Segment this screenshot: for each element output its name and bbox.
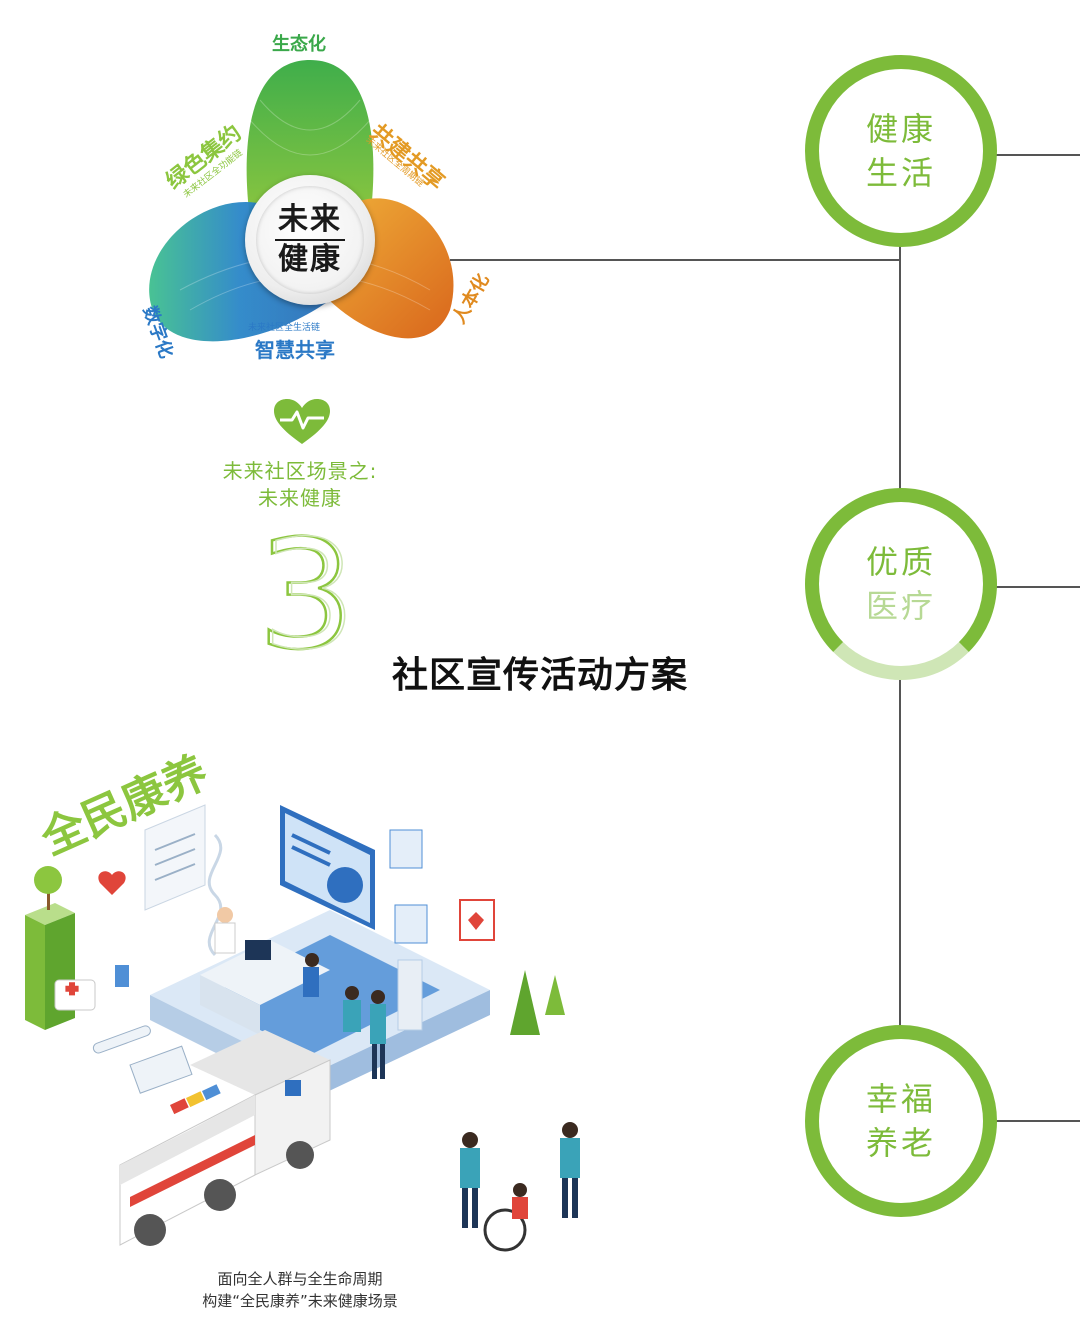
timeline-node-happy-elderly: 幸福 养老 xyxy=(805,1025,997,1217)
tree-icon xyxy=(545,975,565,1015)
connector-horizontal xyxy=(450,259,900,261)
scene-number-shadow: 3 xyxy=(261,515,356,665)
stethoscope-icon xyxy=(389,829,423,869)
timeline-node-quality-medical: 优质 医疗 xyxy=(805,488,997,680)
emblem-center-divider xyxy=(275,239,345,241)
timeline-node-healthy-life: 健康 生活 xyxy=(805,55,997,247)
future-health-emblem: 未来 健康 生态化 绿色集约 未来社区全功能链 共建共享 未来社区全周期链 未来… xyxy=(100,20,520,380)
timeline-node-label: 幸福 xyxy=(865,1080,936,1118)
scene-number-text: 3 xyxy=(257,515,352,665)
scene-title-line2: 未来健康 xyxy=(258,486,342,510)
timeline-node-label: 优质 xyxy=(865,543,936,581)
timeline-node-label: 医疗 xyxy=(865,587,936,625)
timeline-node-label: 健康 xyxy=(865,110,936,148)
connector-right-2 xyxy=(995,586,1080,588)
medical-cabinet xyxy=(397,959,423,1031)
emblem-center-inner: 未来 健康 xyxy=(256,186,364,294)
patient-figures xyxy=(303,953,386,1079)
timeline-node-label: 养老 xyxy=(865,1124,936,1162)
doctor-desk xyxy=(200,940,330,1005)
scene-title: 未来社区场景之: 未来健康 xyxy=(190,458,410,512)
emblem-center-badge: 未来 健康 xyxy=(245,175,375,305)
tree-icon xyxy=(510,970,540,1035)
petal-sublabel-bottom: 未来社区全生活链 xyxy=(248,323,321,333)
petal-label-bottom: 智慧共享 xyxy=(255,338,335,362)
heart-badge-icon xyxy=(98,871,126,895)
monitor-screen-icon xyxy=(280,805,375,930)
caregiver-wheelchair-figures xyxy=(460,1122,580,1252)
doctor-figure xyxy=(217,907,233,923)
timeline-node-label: 生活 xyxy=(865,154,936,192)
dna-icon xyxy=(207,833,223,957)
emblem-center-line2: 健康 xyxy=(278,242,342,277)
medicine-bottle-icon xyxy=(115,965,129,987)
illustration-caption: 面向全人群与全生命周期 构建“全民康养”未来健康场景 xyxy=(120,1268,480,1312)
thermometer-icon xyxy=(92,1025,151,1054)
scene-title-line1: 未来社区场景之: xyxy=(222,459,378,483)
petal-label-top: 生态化 xyxy=(272,34,326,55)
caption-line1: 面向全人群与全生命周期 xyxy=(217,1270,383,1288)
scene-number: 3 3 xyxy=(240,508,370,685)
magnifier-icon xyxy=(394,904,428,944)
ambulance-icon xyxy=(119,1030,331,1246)
connector-vertical-bottom xyxy=(899,680,901,1030)
page-title: 社区宣传活动方案 xyxy=(391,655,688,696)
healthcare-illustration: 全民康养 xyxy=(0,735,620,1265)
pillar-tree-icon xyxy=(25,866,75,1030)
laptop-icon xyxy=(245,940,271,960)
emblem-center-line1: 未来 xyxy=(278,202,342,237)
connector-vertical-top xyxy=(899,245,901,545)
clipboard-icon xyxy=(129,1045,193,1094)
caption-line2: 构建“全民康养”未来健康场景 xyxy=(202,1292,398,1310)
connector-right-1 xyxy=(995,154,1080,156)
connector-right-3 xyxy=(995,1120,1080,1122)
heart-pulse-icon xyxy=(272,398,332,448)
